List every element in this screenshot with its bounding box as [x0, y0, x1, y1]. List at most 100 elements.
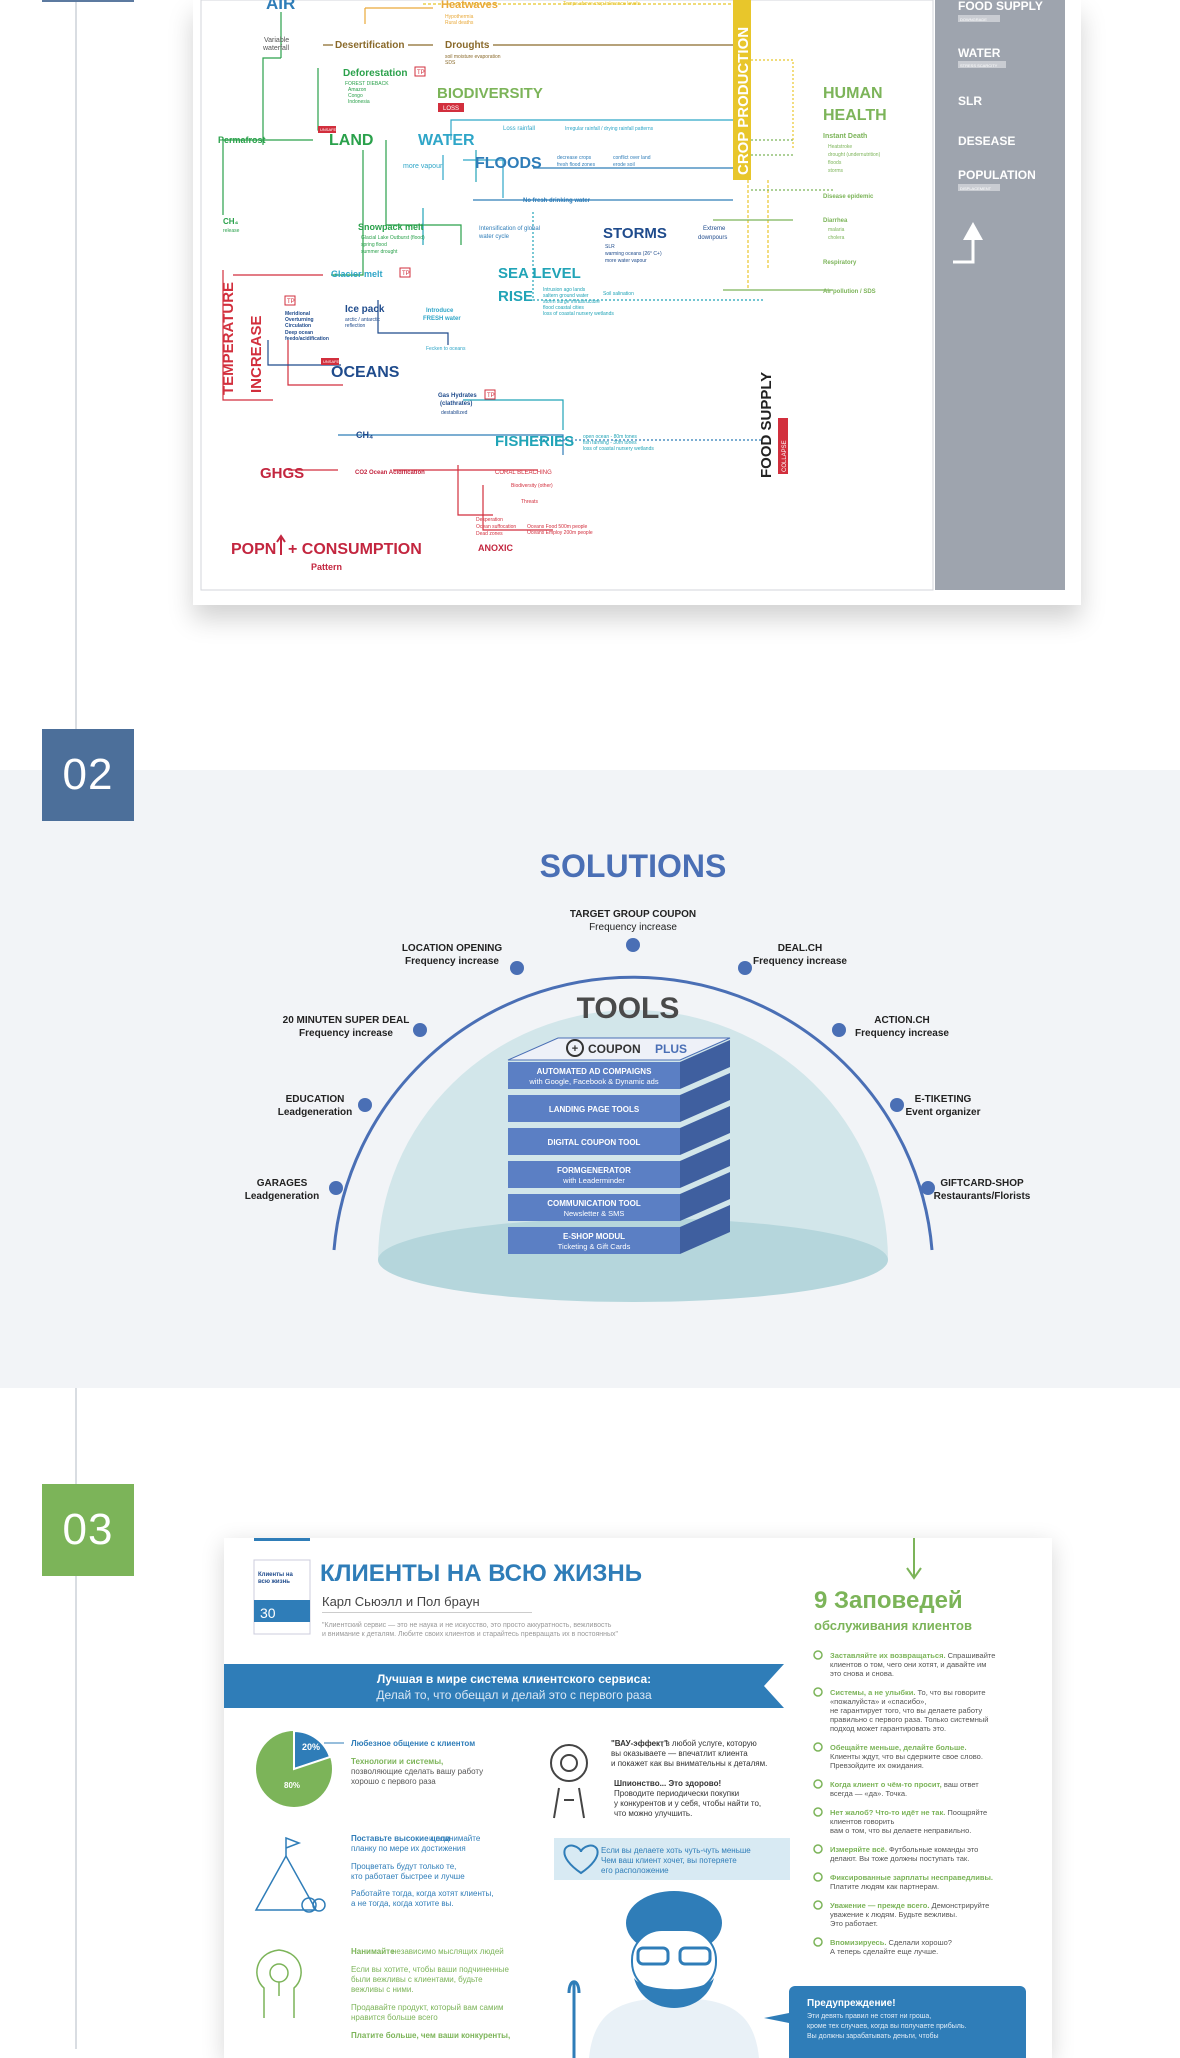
solutions-diagram[interactable]: SOLUTIONS TARGET GROUP COUPON Frequency …	[230, 835, 1050, 1305]
commandment-line: правильно с первого раза. Только системн…	[830, 1715, 988, 1724]
commandment-line: клиентов говорить	[830, 1817, 894, 1826]
arc-label-deal-ch: DEAL.CH	[778, 943, 822, 954]
svg-text:downpours: downpours	[698, 235, 727, 241]
dot-target-group-coupon[interactable]	[626, 938, 640, 952]
svg-text:Oceans Food 500m people: Oceans Food 500m people	[527, 524, 588, 530]
svg-text:и поднимайте: и поднимайте	[429, 1834, 481, 1843]
crop-production-label: CROP PRODUCTION	[735, 27, 752, 175]
svg-text:Клиенты на: Клиенты на	[258, 1572, 293, 1578]
svg-text:Overturning: Overturning	[285, 317, 314, 323]
svg-text:destabilized: destabilized	[441, 410, 468, 416]
svg-text:Hypothermia: Hypothermia	[445, 14, 474, 20]
svg-text:STRESS SCARCITY: STRESS SCARCITY	[960, 63, 998, 68]
svg-text:floods: floods	[828, 160, 842, 166]
svg-text:SLR: SLR	[605, 244, 615, 250]
commandment-line: Превзойдите их ожидания.	[830, 1761, 924, 1770]
dot-deal-ch[interactable]	[738, 961, 752, 975]
svg-text:Amazon: Amazon	[348, 87, 367, 93]
svg-text:Dead zones: Dead zones	[476, 531, 503, 537]
svg-text:и внимание к деталям. Любите с: и внимание к деталям. Любите своих клиен…	[322, 1630, 619, 1638]
tool-layer-0[interactable]	[508, 1062, 680, 1089]
clients-infographic: Клиенты на всю жизнь 30 КЛИЕНТЫ НА ВСЮ Ж…	[224, 1538, 1026, 2058]
infographic-title: КЛИЕНТЫ НА ВСЮ ЖИЗНЬ	[320, 1560, 642, 1587]
svg-text:malaria: malaria	[828, 227, 845, 233]
svg-text:у конкурентов и у себя, чтобы: у конкурентов и у себя, чтобы найти то,	[614, 1799, 761, 1808]
tool-layer-4[interactable]	[508, 1194, 680, 1221]
svg-text:Meridional: Meridional	[285, 311, 311, 317]
dot-action-ch[interactable]	[832, 1023, 846, 1037]
broken-heart-icon	[563, 1844, 599, 1875]
svg-text:кроме тех случаев, когда вы по: кроме тех случаев, когда вы получаете пр…	[807, 2022, 966, 2030]
svg-text:Процветать будут только те,: Процветать будут только те,	[351, 1862, 456, 1871]
svg-text:кто работает быстрее и лучше: кто работает быстрее и лучше	[351, 1872, 465, 1881]
svg-text:TP: TP	[402, 271, 410, 277]
tool-layer-2[interactable]	[508, 1128, 680, 1155]
svg-text:summer drought: summer drought	[361, 249, 398, 255]
clients-infographic-card[interactable]: Клиенты на всю жизнь 30 КЛИЕНТЫ НА ВСЮ Ж…	[224, 1538, 1052, 2058]
svg-text:Поставьте высокие цели: Поставьте высокие цели	[351, 1834, 450, 1843]
svg-text:"ВАУ-эффект": "ВАУ-эффект"	[611, 1739, 668, 1748]
svg-text:Gas Hydrates: Gas Hydrates	[438, 393, 477, 399]
svg-text:Intensification of global: Intensification of global	[479, 226, 540, 232]
svg-text:позволяющие сделать вашу работ: позволяющие сделать вашу работу	[351, 1767, 483, 1776]
arc-label-location-opening: LOCATION OPENING	[402, 943, 503, 954]
svg-text:reflection: reflection	[345, 323, 366, 329]
lightbulb-head-icon	[256, 1949, 302, 2018]
svg-text:+ CONSUMPTION: + CONSUMPTION	[288, 541, 422, 558]
climate-diagram-card[interactable]: CROP PRODUCTION	[193, 0, 1081, 605]
pie-chart: 20% 80%	[256, 1729, 332, 1807]
svg-text:Нанимайте: Нанимайте	[351, 1947, 395, 1956]
tool-layer-1[interactable]	[508, 1095, 680, 1122]
commandment-line: Клиенты ждут, что вы сдержите свое слово…	[830, 1752, 983, 1761]
line	[262, 12, 282, 145]
svg-text:FRESH water: FRESH water	[423, 316, 461, 322]
tool-layer-label: COMMUNICATION TOOL	[547, 1199, 641, 1208]
commandment-line: Платите людям как партнерам.	[830, 1882, 939, 1891]
svg-text:drought (undernutrition): drought (undernutrition)	[828, 152, 881, 158]
tool-layer-sublabel: with Google, Facebook & Dynamic ads	[528, 1077, 658, 1086]
node-biodiversity: BIODIVERSITY	[437, 85, 543, 102]
tool-layer-label: DIGITAL COUPON TOOL	[548, 1138, 641, 1147]
commandment-item: Фиксированные зарплаты несправедливы.	[830, 1873, 993, 1882]
check-circle-icon	[813, 1742, 823, 1752]
dot-giftcard-shop[interactable]	[921, 1181, 935, 1195]
commandment-item: Когда клиент о чём-то просит, ваш ответ	[830, 1780, 979, 1789]
tool-layer-5[interactable]	[508, 1227, 680, 1254]
tool-layer-label: LANDING PAGE TOOLS	[549, 1105, 640, 1114]
svg-text:erode soil: erode soil	[613, 162, 635, 168]
tool-layer-3[interactable]	[508, 1161, 680, 1188]
svg-text:20%: 20%	[302, 1742, 320, 1752]
svg-text:Fecken to oceans: Fecken to oceans	[426, 346, 466, 352]
svg-text:Вы должны зарабатывать деньги,: Вы должны зарабатывать деньги, чтобы	[807, 2032, 939, 2040]
svg-text:waterfall: waterfall	[262, 45, 290, 52]
svg-text:нравится больше всего: нравится больше всего	[351, 2013, 438, 2022]
dot-20-minuten-super-deal[interactable]	[413, 1023, 427, 1037]
tools-title: TOOLS	[577, 992, 680, 1025]
node-desertification: Desertification	[335, 40, 404, 51]
commandment-line: уважение к людям. Будьте вежливы.	[830, 1910, 957, 1919]
check-circle-icon	[813, 1779, 823, 1789]
climate-diagram: CROP PRODUCTION	[200, 0, 1065, 591]
node-oceans: OCEANS	[331, 364, 400, 381]
svg-text:Эти девять правил не стоят ни: Эти девять правил не стоят ни гроша,	[807, 2013, 931, 2020]
crop-production-bar	[733, 0, 751, 180]
svg-text:Indonesia: Indonesia	[348, 99, 370, 105]
dot-garages[interactable]	[329, 1181, 343, 1195]
impact-water: WATER	[958, 46, 1001, 60]
svg-text:soil moisture evaporation: soil moisture evaporation	[445, 54, 501, 60]
impact-desease: DESEASE	[958, 134, 1015, 148]
svg-text:Pattern: Pattern	[311, 562, 342, 572]
svg-text:Любезное общение с клиентом: Любезное общение с клиентом	[351, 1739, 475, 1748]
svg-text:COLLAPSE: COLLAPSE	[782, 440, 788, 472]
svg-text:Diarrhea: Diarrhea	[823, 218, 848, 224]
dot-education[interactable]	[358, 1098, 372, 1112]
svg-text:Deep ocean: Deep ocean	[285, 330, 313, 336]
svg-text:HEALTH: HEALTH	[823, 107, 887, 124]
dot-location-opening[interactable]	[510, 961, 524, 975]
dot-e-tiketing[interactable]	[890, 1098, 904, 1112]
svg-text:conflict over land: conflict over land	[613, 155, 651, 161]
svg-text:что можно улучшить.: что можно улучшить.	[614, 1809, 692, 1818]
svg-text:Introduce: Introduce	[426, 308, 454, 314]
check-circle-icon	[813, 1937, 823, 1947]
svg-text:Шпионство... Это здорово!: Шпионство... Это здорово!	[614, 1779, 721, 1788]
